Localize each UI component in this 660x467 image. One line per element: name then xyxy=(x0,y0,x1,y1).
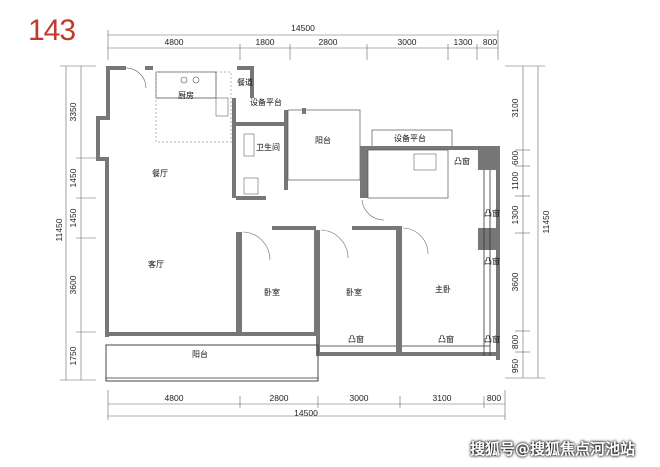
label-bay-window-2: 凸窗 xyxy=(484,208,500,218)
dim-right-5: 3600 xyxy=(510,272,520,291)
label-bathroom: 卫生间 xyxy=(256,142,280,152)
label-dining: 餐厅 xyxy=(152,169,168,178)
dim-bottom-4: 3100 xyxy=(433,393,452,403)
label-balcony-top: 阳台 xyxy=(315,135,331,145)
dim-right-2: 600 xyxy=(510,151,520,165)
room-labels: 厨房 餐道 设备平台 阳台 设备平台 卫生间 餐厅 客厅 卧室 卧室 主卧 阳台… xyxy=(148,77,500,359)
dim-right-total: 11450 xyxy=(541,210,551,233)
dim-left-5: 1750 xyxy=(68,346,78,365)
dim-top-5: 1300 xyxy=(454,37,473,47)
dim-right-6: 800 xyxy=(510,335,520,349)
dim-bottom-2: 2800 xyxy=(270,393,289,403)
dim-right-1: 3100 xyxy=(510,98,520,117)
dim-right-4: 1300 xyxy=(510,205,520,224)
label-kitchen: 厨房 xyxy=(178,90,194,100)
left-dimensions: 3350 1450 1450 3600 1750 11450 xyxy=(54,65,96,381)
label-living: 客厅 xyxy=(148,259,164,269)
dim-left-3: 1450 xyxy=(68,208,78,227)
dim-left-1: 3350 xyxy=(68,102,78,121)
label-bedroom-1: 卧室 xyxy=(264,287,280,297)
dim-right-7: 950 xyxy=(510,359,520,373)
label-bay-window-4: 凸窗 xyxy=(348,334,364,344)
unit-area-badge: 143 xyxy=(28,14,76,47)
dim-top-6: 800 xyxy=(483,37,497,47)
label-bedroom-2: 卧室 xyxy=(346,287,362,297)
label-balcony-bottom: 阳台 xyxy=(192,349,208,359)
dim-top-4: 3000 xyxy=(398,37,417,47)
dim-left-total: 11450 xyxy=(54,218,64,241)
label-bay-window-6: 凸窗 xyxy=(484,334,500,344)
label-corridor: 餐道 xyxy=(237,77,253,87)
label-master-bedroom: 主卧 xyxy=(435,284,451,294)
label-equip-platform-1: 设备平台 xyxy=(250,97,282,107)
walls xyxy=(96,66,500,382)
label-bay-window-3: 凸窗 xyxy=(484,256,500,266)
watermark-text: 搜狐号@搜狐焦点河池站 xyxy=(470,440,636,458)
dim-top-2: 1800 xyxy=(256,37,275,47)
label-bay-window-1: 凸窗 xyxy=(454,156,470,166)
dim-bottom-total: 14500 xyxy=(294,408,318,418)
label-bay-window-5: 凸窗 xyxy=(438,334,454,344)
dim-top-1: 4800 xyxy=(165,37,184,47)
dim-top-total: 14500 xyxy=(291,23,315,33)
dim-left-2: 1450 xyxy=(68,168,78,187)
dim-top-3: 2800 xyxy=(319,37,338,47)
bottom-dimensions: 4800 2800 3000 3100 800 14500 xyxy=(107,390,506,420)
label-equip-platform-2: 设备平台 xyxy=(394,133,426,143)
dim-bottom-5: 800 xyxy=(487,393,501,403)
dim-left-4: 3600 xyxy=(68,275,78,294)
right-dimensions: 3100 600 1100 1300 3600 800 950 11450 xyxy=(505,65,551,379)
top-dimensions: 14500 4800 1800 2800 3000 1300 800 xyxy=(107,23,499,60)
dim-bottom-1: 4800 xyxy=(165,393,184,403)
dim-right-3: 1100 xyxy=(510,172,520,191)
dim-bottom-3: 3000 xyxy=(350,393,369,403)
